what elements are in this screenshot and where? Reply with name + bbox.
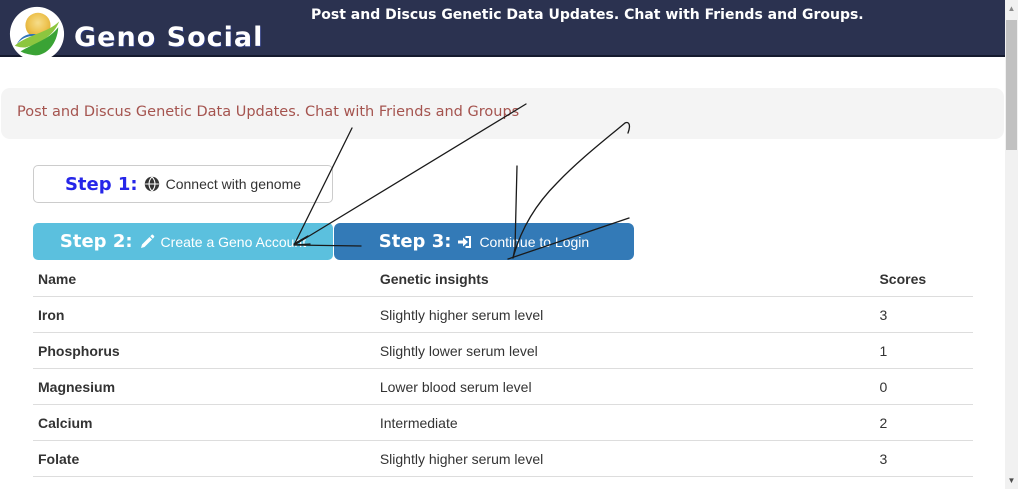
row-name: Folate (33, 440, 375, 477)
globe-icon (144, 176, 160, 192)
geno-social-logo-icon[interactable] (8, 5, 66, 63)
info-banner-text: Post and Discus Genetic Data Updates. Ch… (17, 104, 520, 120)
brand-title[interactable]: Geno Social (74, 22, 264, 53)
row-name: Iron (33, 296, 375, 333)
scroll-down-arrow-icon[interactable]: ▼ (1007, 476, 1016, 485)
step2-action-label: Create a Geno Account (160, 233, 307, 250)
row-score: 1 (874, 332, 973, 369)
table-row: Magnesium Lower blood serum level 0 (33, 368, 973, 405)
row-score: 0 (874, 368, 973, 405)
row-name: Phosphorus (33, 332, 375, 369)
row-score: 3 (874, 296, 973, 333)
table-row: Phosphorus Slightly lower serum level 1 (33, 332, 973, 369)
header-tagline: Post and Discus Genetic Data Updates. Ch… (311, 7, 864, 23)
column-header-scores: Scores (874, 265, 973, 297)
column-header-name: Name (33, 265, 375, 297)
table-row: Calcium Intermediate 2 (33, 404, 973, 441)
scrollbar-thumb[interactable] (1006, 20, 1017, 150)
genetic-insights-table: Name Genetic insights Scores Iron Slight… (33, 265, 973, 477)
scroll-up-arrow-icon[interactable]: ▲ (1007, 4, 1016, 13)
step1-label: Step 1: (64, 173, 138, 195)
row-score: 3 (874, 440, 973, 477)
sign-in-icon (457, 234, 473, 250)
step2-label: Step 2: (59, 231, 133, 252)
step3-label: Step 3: (378, 231, 452, 252)
step2-create-account-button[interactable]: Step 2: Create a Geno Account (33, 223, 333, 260)
column-header-genetic-insights: Genetic insights (374, 265, 875, 297)
row-score: 2 (874, 404, 973, 441)
row-name: Calcium (33, 404, 375, 441)
row-name: Magnesium (33, 368, 375, 405)
step1-action-label: Connect with genome (165, 176, 302, 192)
table-row: Folate Slightly higher serum level 3 (33, 440, 973, 477)
step3-action-label: Continue to Login (479, 233, 590, 250)
row-insight: Lower blood serum level (374, 368, 875, 405)
row-insight: Intermediate (374, 404, 875, 441)
row-insight: Slightly lower serum level (374, 332, 875, 369)
vertical-scrollbar[interactable]: ▲ ▼ (1005, 0, 1018, 489)
top-navbar: Post and Discus Genetic Data Updates. Ch… (0, 0, 1006, 57)
pencil-icon (139, 234, 155, 250)
step1-connect-genome-button[interactable]: Step 1: Connect with genome (33, 165, 333, 203)
row-insight: Slightly higher serum level (374, 296, 875, 333)
info-banner: Post and Discus Genetic Data Updates. Ch… (1, 88, 1004, 139)
table-row: Iron Slightly higher serum level 3 (33, 296, 973, 333)
table-header-row: Name Genetic insights Scores (33, 265, 973, 297)
step3-continue-login-button[interactable]: Step 3: Continue to Login (334, 223, 634, 260)
row-insight: Slightly higher serum level (374, 440, 875, 477)
